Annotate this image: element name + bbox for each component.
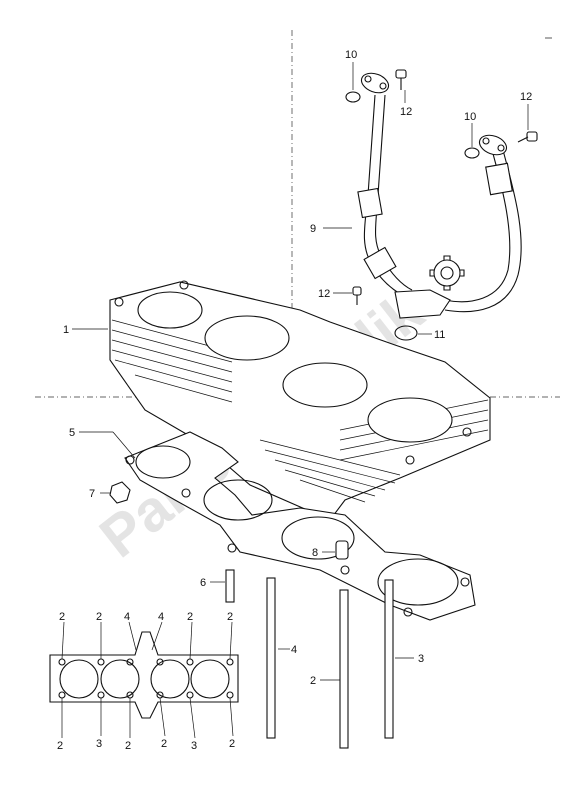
- dowel-pin-8: [335, 540, 349, 560]
- cylinder-fins: [111, 319, 489, 503]
- gasket-callout-bottom-4: 2: [161, 738, 167, 750]
- callout-10a: 10: [345, 49, 357, 61]
- nut-7: [109, 481, 131, 504]
- gasket-callout-bottom-6: 2: [229, 738, 235, 750]
- callout-8: 8: [312, 547, 318, 559]
- callout-11: 11: [434, 329, 445, 341]
- gasket-callout-bottom-2: 3: [96, 738, 102, 750]
- gasket-callout-bottom-1: 2: [57, 740, 63, 752]
- stud-2: [339, 589, 349, 749]
- callout-12a: 12: [400, 106, 412, 118]
- bolt-12c: [352, 286, 362, 305]
- bolt-12a: [395, 69, 407, 90]
- hose-flange-right: [478, 134, 508, 156]
- callout-labels: 1 5 7 6 8 4 2 3 9 12 11 10 12 10 12 2 2 …: [57, 49, 532, 752]
- gasket-callout-top-2: 2: [96, 611, 102, 623]
- gasket-callout-top-6: 2: [227, 611, 233, 623]
- gasket-callout-bottom-3: 2: [125, 740, 131, 752]
- callout-4: 4: [291, 644, 297, 656]
- gasket-callout-top-4: 4: [158, 611, 164, 623]
- callout-9: 9: [310, 223, 316, 235]
- hose-flange-left: [360, 72, 390, 94]
- leader-lines: [61, 62, 529, 739]
- stud-6: [225, 569, 235, 603]
- stud-4: [266, 577, 276, 739]
- callout-1: 1: [63, 324, 69, 336]
- callout-12c: 12: [318, 288, 330, 300]
- callout-12b: 12: [520, 91, 532, 103]
- o-ring-10a: [345, 91, 361, 103]
- gasket-callout-bottom-5: 3: [191, 740, 197, 752]
- gear-icon: [429, 255, 465, 291]
- base-gasket: [124, 431, 476, 621]
- bolt-12b: [517, 131, 538, 143]
- stud-3: [384, 579, 394, 739]
- callout-10b: 10: [464, 111, 476, 123]
- callout-7: 7: [89, 488, 95, 500]
- callout-2: 2: [310, 675, 316, 687]
- oil-hose-right: [444, 149, 522, 313]
- callout-5: 5: [69, 427, 75, 439]
- hose-union: [394, 289, 451, 319]
- callout-3: 3: [418, 653, 424, 665]
- oil-hose-left: [357, 94, 413, 299]
- gasket-layout-diagram: [49, 631, 239, 719]
- callout-6: 6: [200, 577, 206, 589]
- gasket-callout-top-5: 2: [187, 611, 193, 623]
- gasket-callout-top-3: 4: [124, 611, 130, 623]
- o-ring-10b: [464, 147, 480, 159]
- cylinder-block: [109, 280, 491, 521]
- o-ring-11: [394, 325, 418, 341]
- gasket-callout-top-1: 2: [59, 611, 65, 623]
